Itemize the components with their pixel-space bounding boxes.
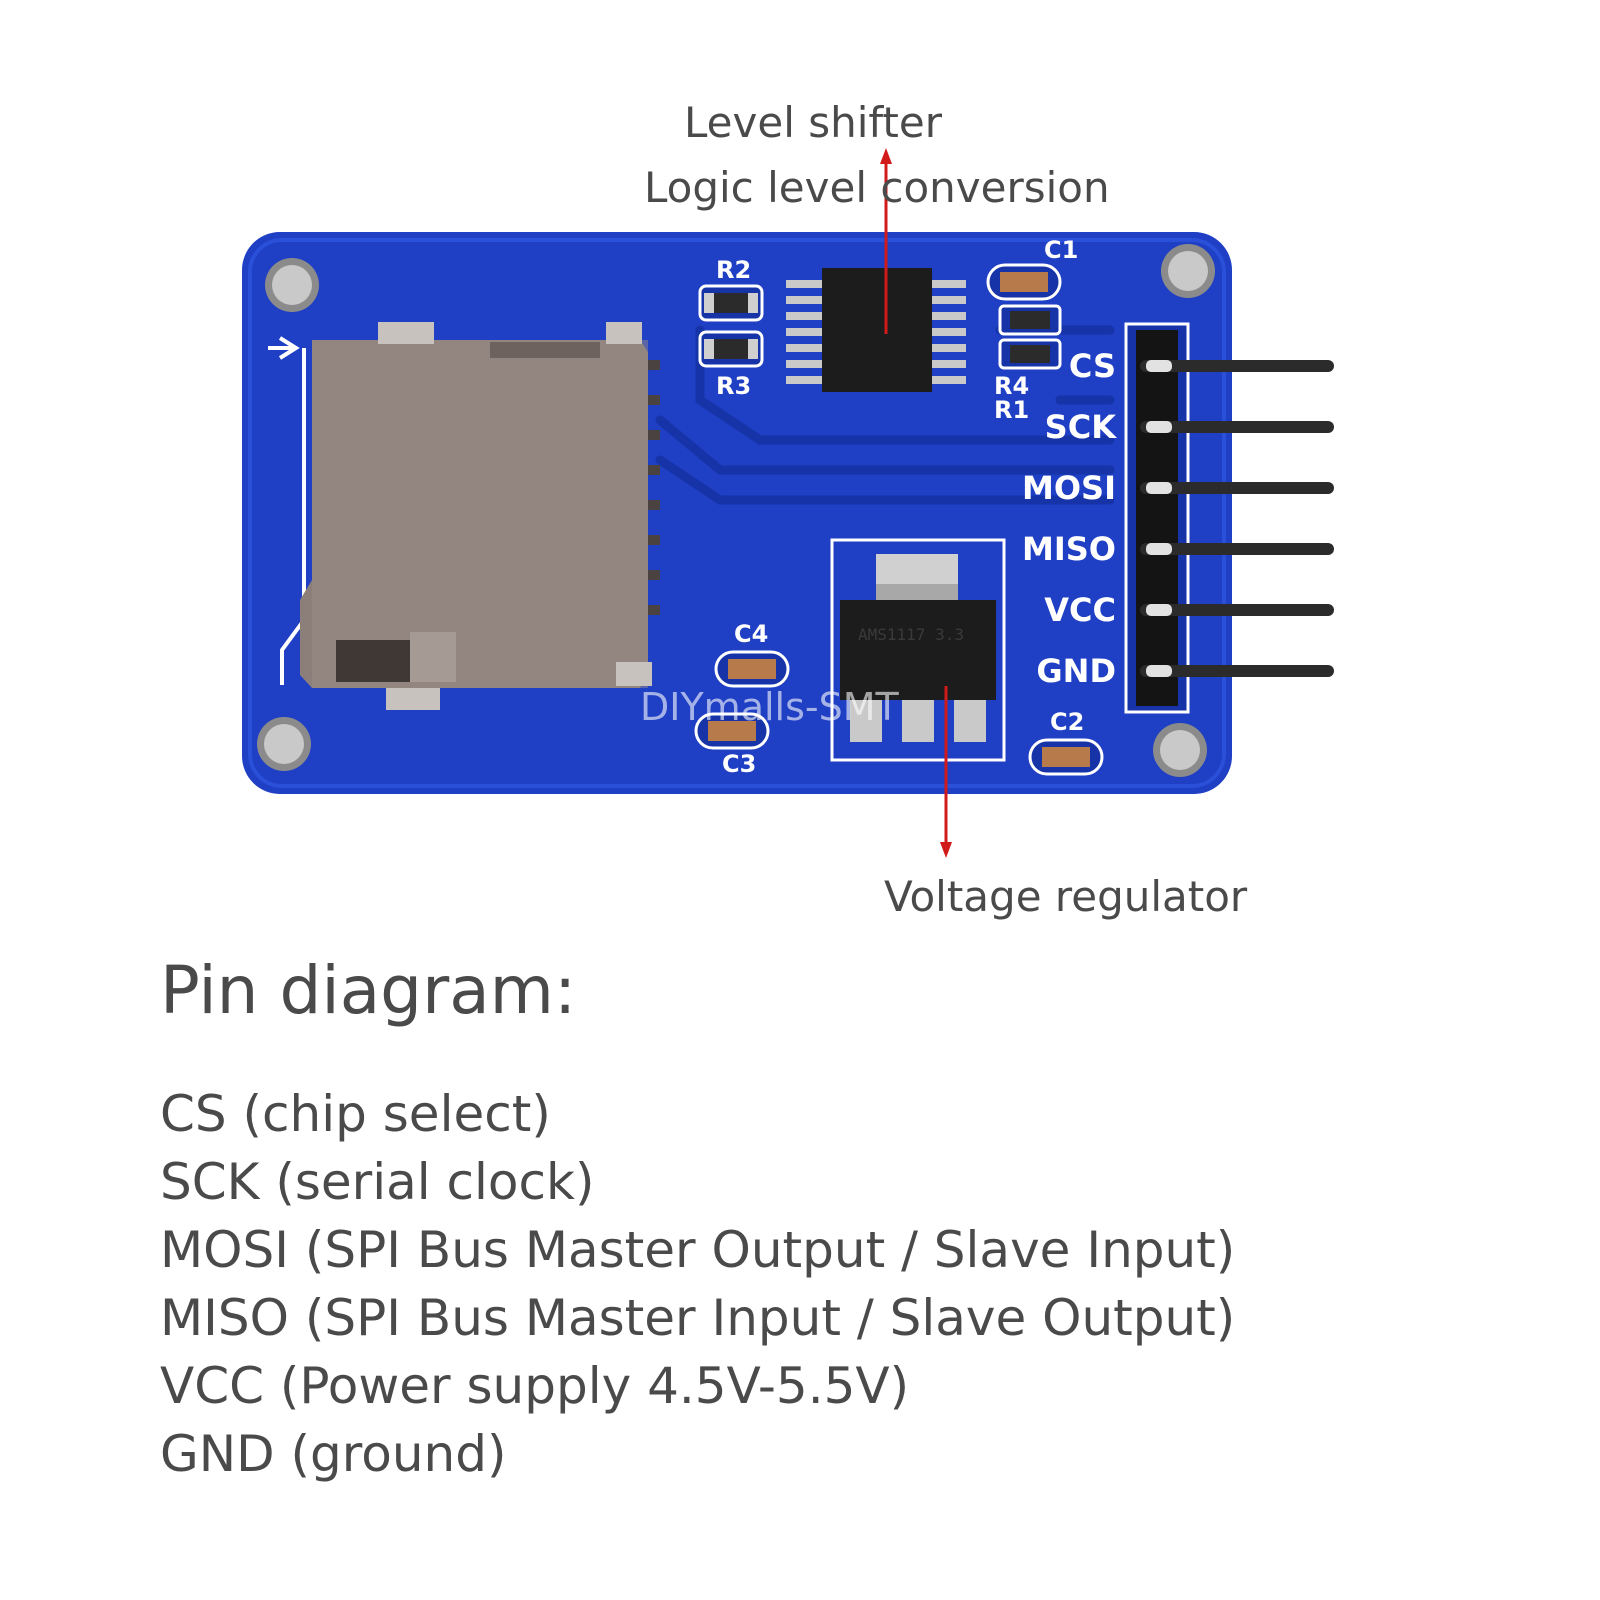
pin-description-cs: CS (chip select) xyxy=(160,1085,551,1143)
pin-label-miso: MISO xyxy=(1022,530,1116,568)
watermark: DIYmalls-SMT xyxy=(640,685,900,729)
mounting-hole xyxy=(1161,244,1215,298)
pin-label-vcc: VCC xyxy=(1044,591,1116,629)
voltage-regulator-chip xyxy=(830,538,1006,762)
pin-label-gnd: GND xyxy=(1036,652,1116,690)
voltage-regulator-label: Voltage regulator xyxy=(884,872,1248,921)
pin-description-sck: SCK (serial clock) xyxy=(160,1153,595,1211)
pin-description-miso: MISO (SPI Bus Master Input / Slave Outpu… xyxy=(160,1289,1236,1347)
capacitor-c4 xyxy=(714,650,790,688)
pin-description-mosi: MOSI (SPI Bus Master Output / Slave Inpu… xyxy=(160,1221,1236,1279)
pin-diagram-title: Pin diagram: xyxy=(160,952,577,1029)
resistor-r1 xyxy=(998,338,1062,370)
pin-header xyxy=(1124,322,1334,714)
pin-description-vcc: VCC (Power supply 4.5V-5.5V) xyxy=(160,1357,910,1415)
silk-r1: R1 xyxy=(994,396,1029,424)
logic-level-conversion-label: Logic level conversion xyxy=(644,163,1110,212)
capacitor-c3 xyxy=(694,712,770,750)
resistor-r2 xyxy=(698,284,764,322)
capacitor-c2 xyxy=(1028,738,1104,776)
level-shifter-chip xyxy=(786,268,966,392)
resistor-r4 xyxy=(998,304,1062,336)
capacitor-c1 xyxy=(986,263,1062,301)
pin-description-gnd: GND (ground) xyxy=(160,1425,507,1483)
silk-r2: R2 xyxy=(716,256,751,284)
mounting-hole xyxy=(257,717,311,771)
pin-label-cs: CS xyxy=(1069,347,1116,385)
silk-r3: R3 xyxy=(716,372,751,400)
silk-c3: C3 xyxy=(722,750,756,778)
regulator-marking: AMS1117 3.3 xyxy=(858,625,964,644)
silk-r4: R4 xyxy=(994,372,1029,400)
silk-c1: C1 xyxy=(1044,236,1078,264)
pin-description-list: CS (chip select) SCK (serial clock) MOSI… xyxy=(160,1080,1235,1488)
micro-sd-card-slot xyxy=(300,322,660,710)
resistor-r3 xyxy=(698,330,764,368)
silk-c2: C2 xyxy=(1050,708,1084,736)
mounting-hole xyxy=(265,258,319,312)
pin-label-mosi: MOSI xyxy=(1022,469,1116,507)
silk-c4: C4 xyxy=(734,620,768,648)
level-shifter-arrow xyxy=(880,148,892,334)
voltage-regulator-arrow xyxy=(940,686,952,858)
pin-label-sck: SCK xyxy=(1045,408,1118,446)
level-shifter-label: Level shifter xyxy=(684,98,943,147)
mounting-hole xyxy=(1153,723,1207,777)
